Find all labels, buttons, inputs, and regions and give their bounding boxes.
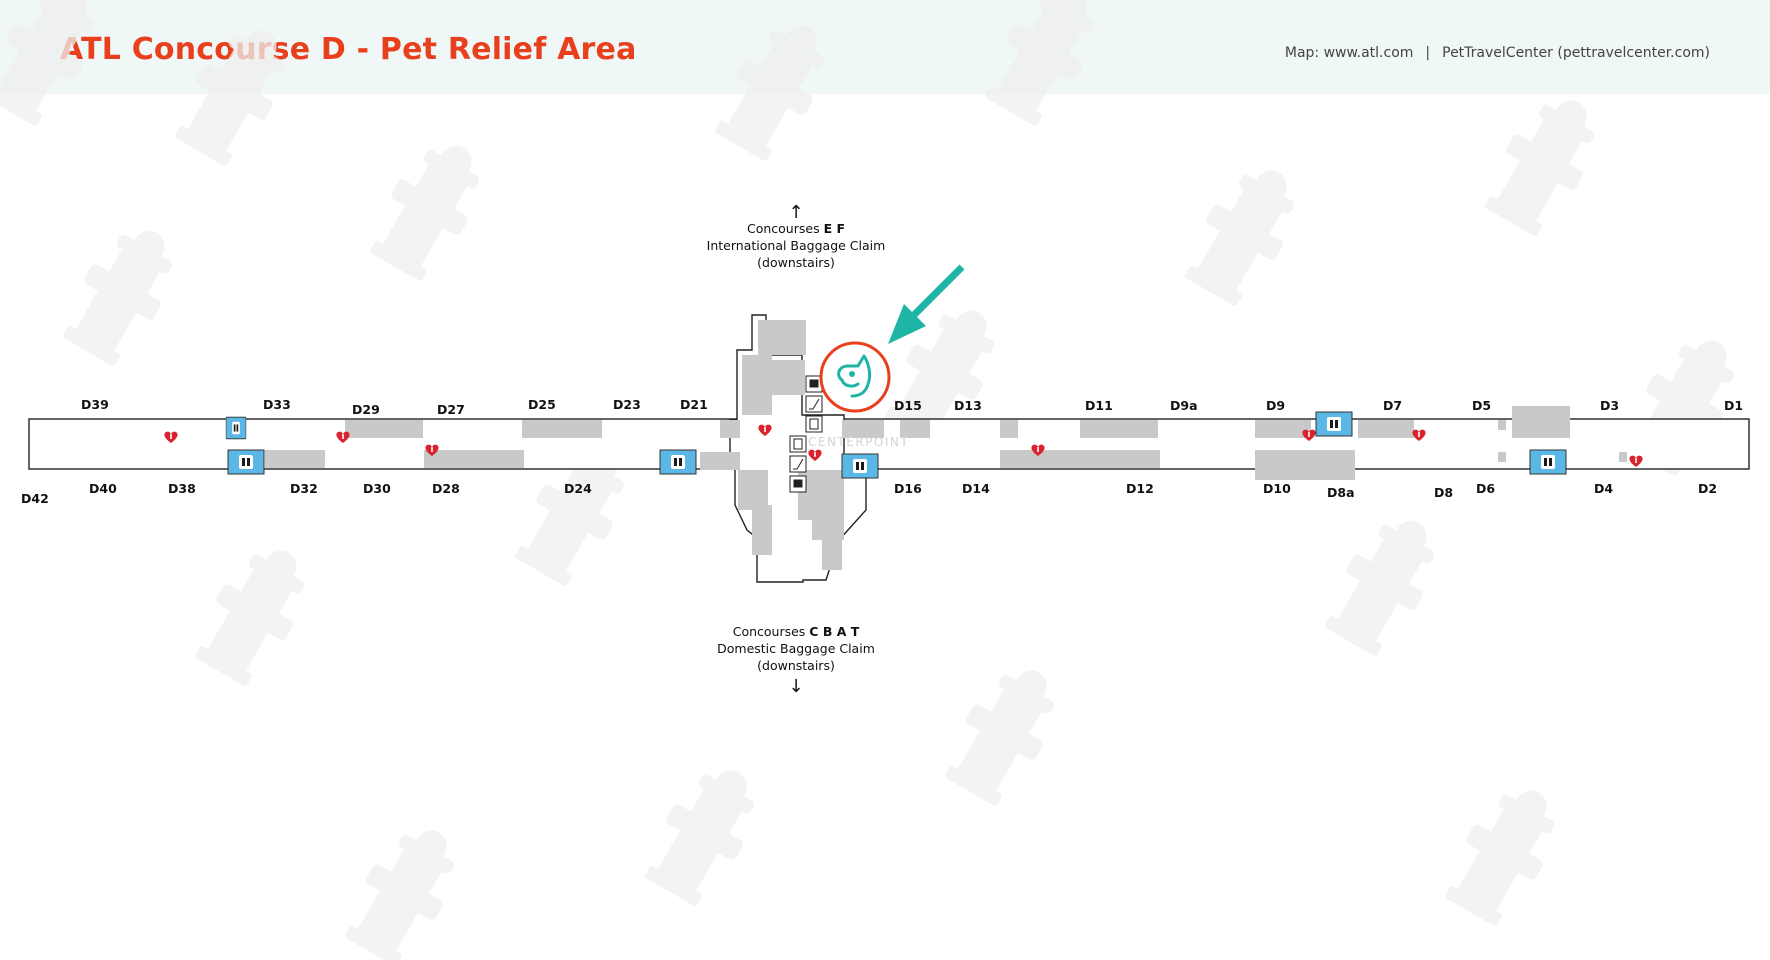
north-line-2: International Baggage Claim: [707, 238, 886, 253]
arrow-icon: [888, 264, 965, 344]
gate-label: D38: [168, 481, 196, 496]
center-amenities: [789, 375, 823, 493]
north-directions: ↑ Concourses E F International Baggage C…: [707, 202, 886, 270]
fire-hydrant-icon: [1315, 502, 1454, 662]
fire-hydrant-icon: [1435, 772, 1574, 932]
page-title: ATL Concourse D - Pet Relief Area: [60, 32, 637, 67]
restroom-icon: [1529, 449, 1567, 475]
dog-head-icon: [837, 354, 872, 398]
gate-label: D6: [1476, 481, 1495, 496]
gate-label: D27: [437, 402, 465, 417]
north-line-1: Concourses E F: [747, 221, 845, 236]
gate-label: D42: [21, 491, 49, 506]
gate-label: D3: [1600, 398, 1619, 413]
south-arrow-icon: ↓: [788, 676, 803, 697]
header-bar: ATL Concourse D - Pet Relief Area Map: w…: [0, 0, 1770, 94]
fire-hydrant-icon: [1175, 152, 1314, 312]
fire-hydrant-icon: [360, 127, 499, 287]
gate-label: D7: [1383, 398, 1402, 413]
gate-label: D11: [1085, 398, 1113, 413]
gate-label: D23: [613, 397, 641, 412]
centerpoint-label: CENTERPOINT: [808, 435, 909, 449]
train-icon: [805, 375, 823, 393]
elevator-icon: [805, 415, 823, 433]
gate-label: D29: [352, 402, 380, 417]
credit-separator: |: [1425, 45, 1431, 61]
south-line-3: (downstairs): [757, 658, 835, 673]
fire-hydrant-icon: [185, 532, 324, 692]
gate-label: D12: [1126, 481, 1154, 496]
gate-label: D30: [363, 481, 391, 496]
escalator-icon: [805, 395, 823, 413]
gate-label: D8: [1434, 485, 1453, 500]
south-line-1: Concourses C B A T: [733, 624, 860, 639]
fire-hydrant-icon: [335, 812, 474, 960]
elevator-icon: [789, 435, 807, 453]
gate-label: D13: [954, 398, 982, 413]
train-icon: [789, 475, 807, 493]
gate-labels-top: D39 D33 D29 D27 D25 D23 D21 D15 D13 D11 …: [81, 397, 1743, 417]
gate-labels-bottom: D42 D40 D38 D32 D30 D28 D24 D16 D14 D12 …: [21, 481, 1717, 506]
gate-label: D9a: [1170, 398, 1198, 413]
fire-hydrant-icon: [635, 752, 774, 912]
gate-label: D8a: [1327, 485, 1355, 500]
restroom-icon: [227, 449, 265, 475]
gate-label: D39: [81, 397, 109, 412]
fire-hydrant-icon: [165, 12, 304, 172]
gate-label: D28: [432, 481, 460, 496]
gate-label: D9: [1266, 398, 1285, 413]
fire-hydrant-icon: [705, 7, 844, 167]
gate-label: D5: [1472, 398, 1491, 413]
fire-hydrant-icon: [0, 0, 114, 132]
gate-label: D10: [1263, 481, 1291, 496]
gate-label: D25: [528, 397, 556, 412]
gate-label: D4: [1594, 481, 1613, 496]
fire-hydrant-icon: [935, 652, 1074, 812]
gate-label: D40: [89, 481, 117, 496]
gate-label: D2: [1698, 481, 1717, 496]
gate-label: D14: [962, 481, 990, 496]
gate-label: D33: [263, 397, 291, 412]
gate-label: D1: [1724, 398, 1743, 413]
gate-label: D32: [290, 481, 318, 496]
gate-label: D15: [894, 398, 922, 413]
north-line-3: (downstairs): [757, 255, 835, 270]
gate-label: D24: [564, 481, 592, 496]
restroom-icon: [841, 453, 879, 479]
source-credit: PetTravelCenter (pettravelcenter.com): [1442, 45, 1710, 61]
restroom-icon: [659, 449, 697, 475]
fire-hydrant-icon: [1475, 82, 1614, 242]
gate-label: D21: [680, 397, 708, 412]
south-line-2: Domestic Baggage Claim: [717, 641, 875, 656]
store-blocks: [265, 320, 1627, 570]
credits: Map: www.atl.com | PetTravelCenter (pettra…: [1285, 45, 1710, 61]
escalator-icon: [789, 455, 807, 473]
north-arrow-icon: ↑: [788, 202, 803, 223]
south-directions: Concourses C B A T Domestic Baggage Clai…: [717, 624, 875, 697]
restroom-icon: [1315, 411, 1353, 437]
gate-label: D16: [894, 481, 922, 496]
restroom-icon: [225, 416, 247, 440]
fire-hydrant-icon: [53, 212, 192, 372]
pet-relief-marker[interactable]: [819, 341, 891, 413]
map-credit: Map: www.atl.com: [1284, 45, 1414, 61]
fire-hydrant-icon: [975, 0, 1114, 132]
